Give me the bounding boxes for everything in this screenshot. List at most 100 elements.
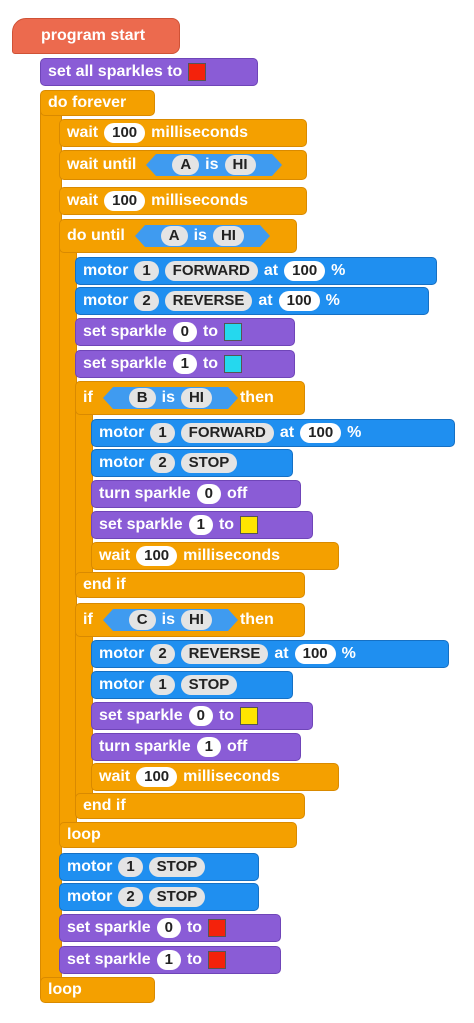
sparkle-number[interactable]: 1 [196,737,221,757]
block-label: motor [99,676,145,693]
motor-block[interactable]: motor 1 FORWARD at 100 % [75,257,437,285]
sparkle-number[interactable]: 0 [196,484,221,504]
sparkle-number[interactable]: 0 [188,706,213,726]
number-input[interactable]: 100 [136,767,178,787]
percent-label: % [341,645,356,662]
block-label: wait [67,124,99,141]
color-swatch-red[interactable] [208,919,227,937]
block-label: milliseconds [151,124,249,141]
motor-number[interactable]: 2 [118,887,143,907]
direction-dropdown[interactable]: FORWARD [164,261,258,281]
motor-number[interactable]: 1 [118,857,143,877]
to-label: to [202,323,219,340]
motor-block[interactable]: motor 2 REVERSE at 100 % [91,640,449,668]
sensor-dropdown[interactable]: C [128,610,156,630]
set-sparkle-block[interactable]: set sparkle 1 to [75,350,295,378]
speed-input[interactable]: 100 [284,261,326,281]
turn-sparkle-off-block[interactable]: turn sparkle 1 off [91,733,301,761]
wait-block[interactable]: wait 100 milliseconds [59,119,307,147]
direction-dropdown[interactable]: STOP [180,453,238,473]
motor-block[interactable]: motor 1 FORWARD at 100 % [91,419,455,447]
is-label: is [161,389,175,406]
program-start-label: program start [41,27,146,44]
motor-block[interactable]: motor 2 REVERSE at 100 % [75,287,429,315]
color-swatch-yellow[interactable] [240,516,259,534]
block-label: end if [83,797,126,814]
block-label: motor [67,858,113,875]
color-swatch-cyan[interactable] [224,323,243,341]
direction-dropdown[interactable]: FORWARD [180,423,274,443]
if-then-block[interactable]: if C is HI then [75,603,305,637]
motor-number[interactable]: 1 [150,675,175,695]
turn-sparkle-off-block[interactable]: turn sparkle 0 off [91,480,301,508]
block-label: set sparkle [99,707,183,724]
block-label: loop [67,826,101,843]
motor-number[interactable]: 2 [134,291,159,311]
wait-block[interactable]: wait 100 milliseconds [91,542,339,570]
color-swatch-red[interactable] [188,63,207,81]
end-if-block[interactable]: end if [75,572,305,598]
motor-block[interactable]: motor 1 STOP [91,671,293,699]
condition-slot[interactable]: A is HI [134,225,271,247]
wait-block[interactable]: wait 100 milliseconds [59,187,307,215]
sensor-dropdown[interactable]: A [172,155,200,175]
sensor-dropdown[interactable]: B [128,388,156,408]
program-start-hat[interactable]: program start [12,18,180,54]
sparkle-number[interactable]: 1 [156,950,181,970]
loop-block[interactable]: loop [59,822,297,848]
number-input[interactable]: 100 [104,123,146,143]
to-label: to [218,707,235,724]
state-dropdown[interactable]: HI [212,226,244,246]
direction-dropdown[interactable]: STOP [148,857,206,877]
sparkle-number[interactable]: 0 [172,322,197,342]
direction-dropdown[interactable]: REVERSE [164,291,253,311]
do-forever-block[interactable]: do forever [40,90,155,116]
if-label: if [83,389,93,406]
block-label: milliseconds [183,547,281,564]
motor-number[interactable]: 1 [134,261,159,281]
percent-label: % [347,424,362,441]
motor-number[interactable]: 2 [150,453,175,473]
speed-input[interactable]: 100 [278,291,320,311]
block-label: motor [99,454,145,471]
direction-dropdown[interactable]: STOP [180,675,238,695]
number-input[interactable]: 100 [104,191,146,211]
speed-input[interactable]: 100 [300,423,342,443]
speed-input[interactable]: 100 [294,644,336,664]
do-until-block[interactable]: do until A is HI [59,219,297,253]
number-input[interactable]: 100 [136,546,178,566]
set-sparkle-block[interactable]: set sparkle 0 to [91,702,313,730]
state-dropdown[interactable]: HI [180,610,212,630]
motor-block[interactable]: motor 2 STOP [59,883,259,911]
sparkle-number[interactable]: 1 [172,354,197,374]
set-sparkle-block[interactable]: set sparkle 0 to [75,318,295,346]
condition-slot[interactable]: C is HI [102,609,239,631]
condition-slot[interactable]: A is HI [146,154,282,176]
loop-block[interactable]: loop [40,977,155,1003]
motor-block[interactable]: motor 1 STOP [59,853,259,881]
motor-number[interactable]: 1 [150,423,175,443]
set-sparkle-block[interactable]: set sparkle 1 to [59,946,281,974]
sparkle-number[interactable]: 1 [188,515,213,535]
color-swatch-cyan[interactable] [224,355,243,373]
color-swatch-yellow[interactable] [240,707,259,725]
sparkle-number[interactable]: 0 [156,918,181,938]
wait-until-block[interactable]: wait until A is HI [59,150,307,180]
color-swatch-red[interactable] [208,951,227,969]
direction-dropdown[interactable]: REVERSE [180,644,269,664]
at-label: at [279,424,295,441]
end-if-block[interactable]: end if [75,793,305,819]
state-dropdown[interactable]: HI [224,155,256,175]
set-sparkle-block[interactable]: set sparkle 1 to [91,511,313,539]
condition-slot[interactable]: B is HI [102,387,239,409]
motor-block[interactable]: motor 2 STOP [91,449,293,477]
set-sparkle-block[interactable]: set sparkle 0 to [59,914,281,942]
motor-number[interactable]: 2 [150,644,175,664]
state-dropdown[interactable]: HI [180,388,212,408]
direction-dropdown[interactable]: STOP [148,887,206,907]
if-then-block[interactable]: if B is HI then [75,381,305,415]
then-label: then [239,611,274,628]
sensor-dropdown[interactable]: A [160,226,188,246]
set-all-sparkles-block[interactable]: set all sparkles to [40,58,258,86]
wait-block[interactable]: wait 100 milliseconds [91,763,339,791]
